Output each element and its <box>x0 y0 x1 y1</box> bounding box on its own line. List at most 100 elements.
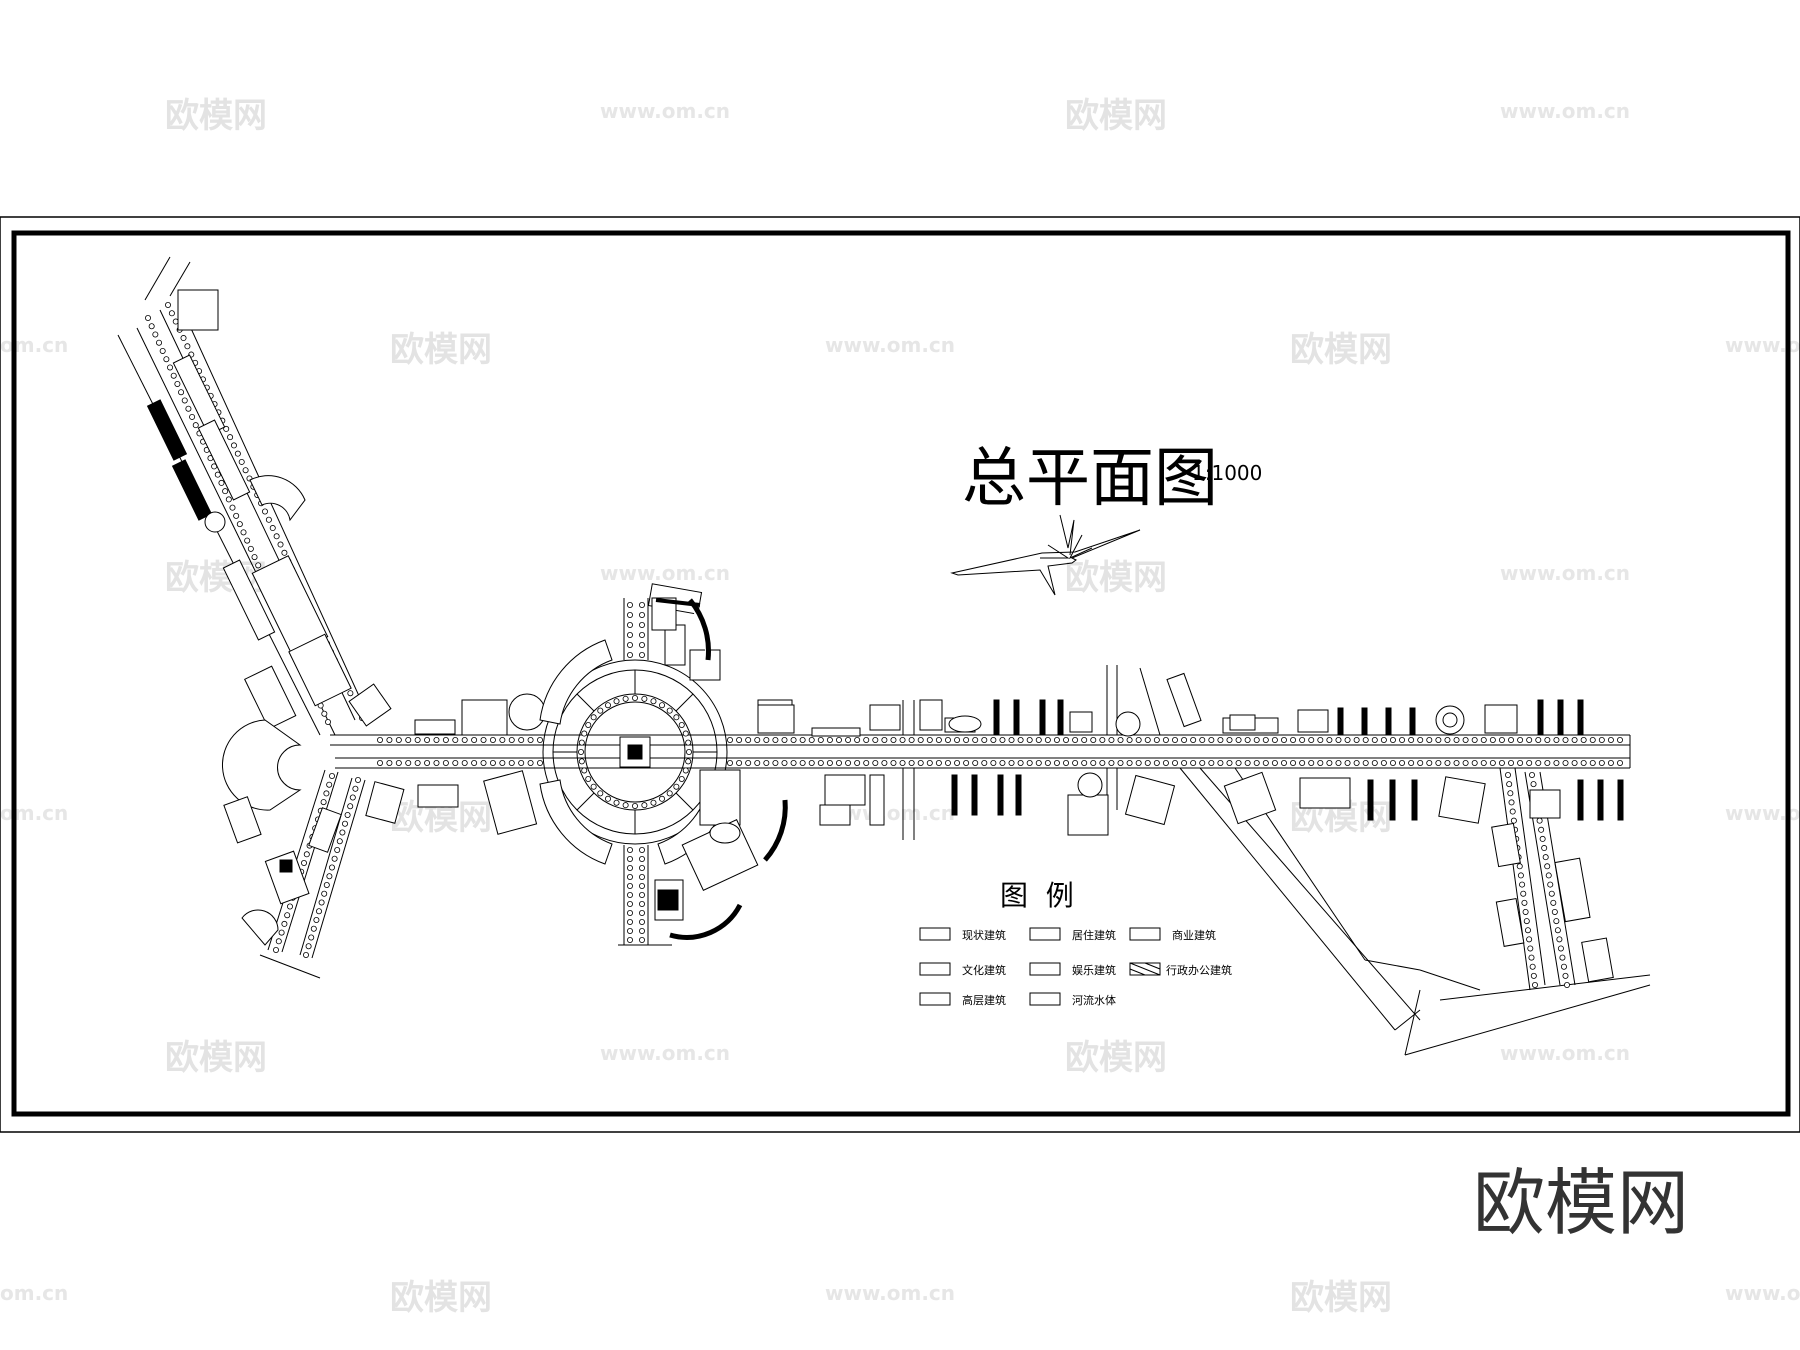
street-tree <box>1580 737 1587 744</box>
street-tree <box>315 908 322 915</box>
street-tree <box>639 865 646 872</box>
inner-frame <box>11 230 1791 1117</box>
street-tree <box>1235 737 1242 744</box>
street-tree <box>305 943 312 950</box>
street-tree <box>627 883 634 890</box>
street-tree <box>1362 737 1369 744</box>
street-tree <box>1371 760 1378 767</box>
street-tree <box>639 642 646 649</box>
street-tree <box>935 737 942 744</box>
street-tree <box>225 496 232 503</box>
street-tree <box>597 790 604 797</box>
street-tree <box>1117 760 1124 767</box>
street-tree <box>863 760 870 767</box>
street-tree <box>185 405 192 412</box>
street-tree <box>581 767 588 774</box>
street-tree <box>223 425 230 432</box>
street-tree <box>1408 737 1415 744</box>
street-tree <box>300 860 307 867</box>
street-tree <box>1389 737 1396 744</box>
street-tree <box>1521 899 1528 906</box>
street-tree <box>585 722 592 729</box>
street-tree <box>471 737 478 744</box>
street-tree <box>452 760 459 767</box>
street-tree <box>1435 737 1442 744</box>
street-tree <box>605 702 612 709</box>
street-tree <box>754 737 761 744</box>
street-tree <box>1545 872 1552 879</box>
street-tree <box>321 890 328 897</box>
street-tree <box>1208 760 1215 767</box>
street-tree <box>537 760 544 767</box>
street-tree <box>685 758 692 765</box>
street-tree <box>1235 760 1242 767</box>
street-tree <box>1353 760 1360 767</box>
street-tree <box>1550 899 1557 906</box>
street-tree <box>229 504 236 511</box>
street-tree <box>1280 760 1287 767</box>
street-tree <box>328 773 335 780</box>
street-tree <box>808 737 815 744</box>
street-tree <box>1090 760 1097 767</box>
street-tree <box>1556 936 1563 943</box>
street-tree <box>433 737 440 744</box>
street-tree <box>1453 760 1460 767</box>
street-tree <box>240 529 247 536</box>
street-tree <box>808 760 815 767</box>
legend-label: 娱乐建筑 <box>1072 963 1116 977</box>
street-tree <box>489 737 496 744</box>
street-tree <box>1044 760 1051 767</box>
road-network <box>117 256 1651 1056</box>
legend-title: 图 例 <box>1000 879 1074 912</box>
street-tree <box>1317 737 1324 744</box>
street-tree <box>845 737 852 744</box>
street-tree <box>1562 737 1569 744</box>
street-tree <box>167 364 174 371</box>
street-tree <box>1081 737 1088 744</box>
street-tree <box>1508 799 1515 806</box>
street-tree <box>772 760 779 767</box>
street-tree <box>1535 760 1542 767</box>
street-tree <box>1607 760 1614 767</box>
street-tree <box>152 331 159 338</box>
street-tree <box>1589 737 1596 744</box>
street-tree <box>424 737 431 744</box>
street-tree <box>489 760 496 767</box>
street-tree <box>1081 760 1088 767</box>
street-tree <box>935 760 942 767</box>
street-tree <box>678 776 685 783</box>
street-tree <box>278 929 285 936</box>
legend-swatch <box>919 992 951 1006</box>
street-tree <box>890 737 897 744</box>
street-tree <box>627 910 634 917</box>
legend-hatch <box>1129 962 1161 976</box>
street-tree <box>1517 872 1524 879</box>
street-tree <box>639 632 646 639</box>
street-tree <box>639 910 646 917</box>
street-tree <box>627 937 634 944</box>
street-tree <box>1480 737 1487 744</box>
watermark-brand: 欧模网 <box>165 96 267 136</box>
street-tree <box>324 719 331 726</box>
street-tree <box>318 899 325 906</box>
street-tree <box>178 389 185 396</box>
street-tree <box>639 928 646 935</box>
street-tree <box>1399 737 1406 744</box>
street-tree <box>222 488 229 495</box>
footer-brand: 欧模网 <box>1473 1161 1689 1245</box>
watermark-url: www.om.cn <box>825 333 955 357</box>
street-tree <box>181 397 188 404</box>
street-tree <box>1144 737 1151 744</box>
watermark-brand: 欧模网 <box>390 330 492 370</box>
street-tree <box>1035 737 1042 744</box>
street-tree <box>1108 760 1115 767</box>
street-tree <box>899 737 906 744</box>
street-tree <box>650 799 657 806</box>
street-tree <box>354 777 361 784</box>
street-tree <box>627 612 634 619</box>
street-tree <box>1505 772 1512 779</box>
street-tree <box>854 737 861 744</box>
street-tree <box>917 760 924 767</box>
street-trees <box>144 301 1624 989</box>
street-tree <box>639 937 646 944</box>
